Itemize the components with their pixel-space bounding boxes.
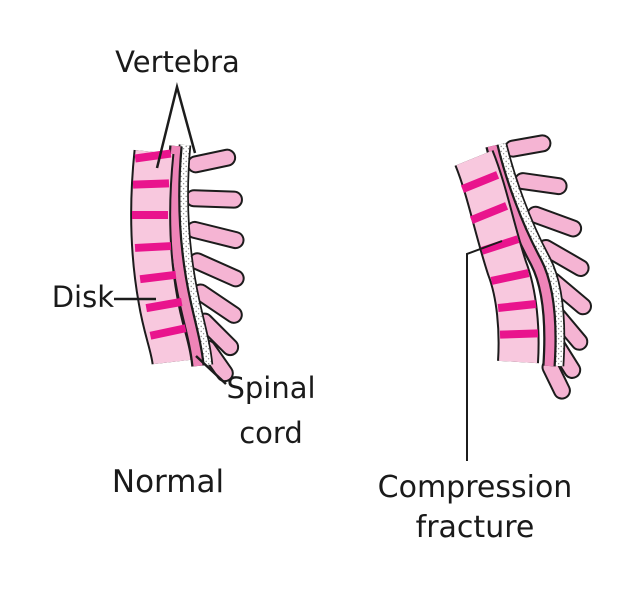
disk-bands	[132, 149, 187, 340]
spinous-process	[513, 172, 568, 196]
disk-band	[132, 179, 170, 189]
spinal-cord-band	[169, 145, 203, 367]
disk-label: Disk	[51, 280, 114, 314]
fractured-spine-figure	[454, 134, 593, 461]
disk-band	[139, 270, 177, 284]
compression-fracture-caption: Compression fracture	[377, 470, 573, 545]
vertebra-label: Vertebra	[115, 45, 240, 79]
vertebral-column	[132, 150, 191, 365]
spinal-cord-label: Spinal cord	[226, 371, 316, 450]
disk-band	[460, 171, 500, 193]
spinous-process	[503, 134, 552, 158]
disk-band	[149, 324, 187, 340]
disk-band	[145, 297, 183, 313]
disk-band	[480, 235, 520, 255]
disk-band	[490, 269, 530, 285]
disk-bands	[460, 171, 539, 339]
spinal-cord-pointer-line	[195, 355, 227, 385]
stipple-tissue-band	[178, 144, 212, 366]
spinous-process	[185, 220, 245, 250]
disk-band	[497, 300, 537, 312]
spinous-process	[184, 189, 243, 209]
compression-fracture-pointer-line	[466, 240, 503, 461]
vertebra-pointer-lines	[155, 82, 197, 169]
stipple-tissue-band	[496, 142, 564, 367]
disk-band	[469, 202, 509, 224]
disk-band	[134, 149, 172, 163]
normal-spine-figure	[114, 82, 245, 385]
disk-band	[134, 242, 172, 252]
normal-caption: Normal	[111, 464, 225, 500]
spinous-processes	[184, 148, 245, 383]
disk-band	[499, 329, 539, 339]
